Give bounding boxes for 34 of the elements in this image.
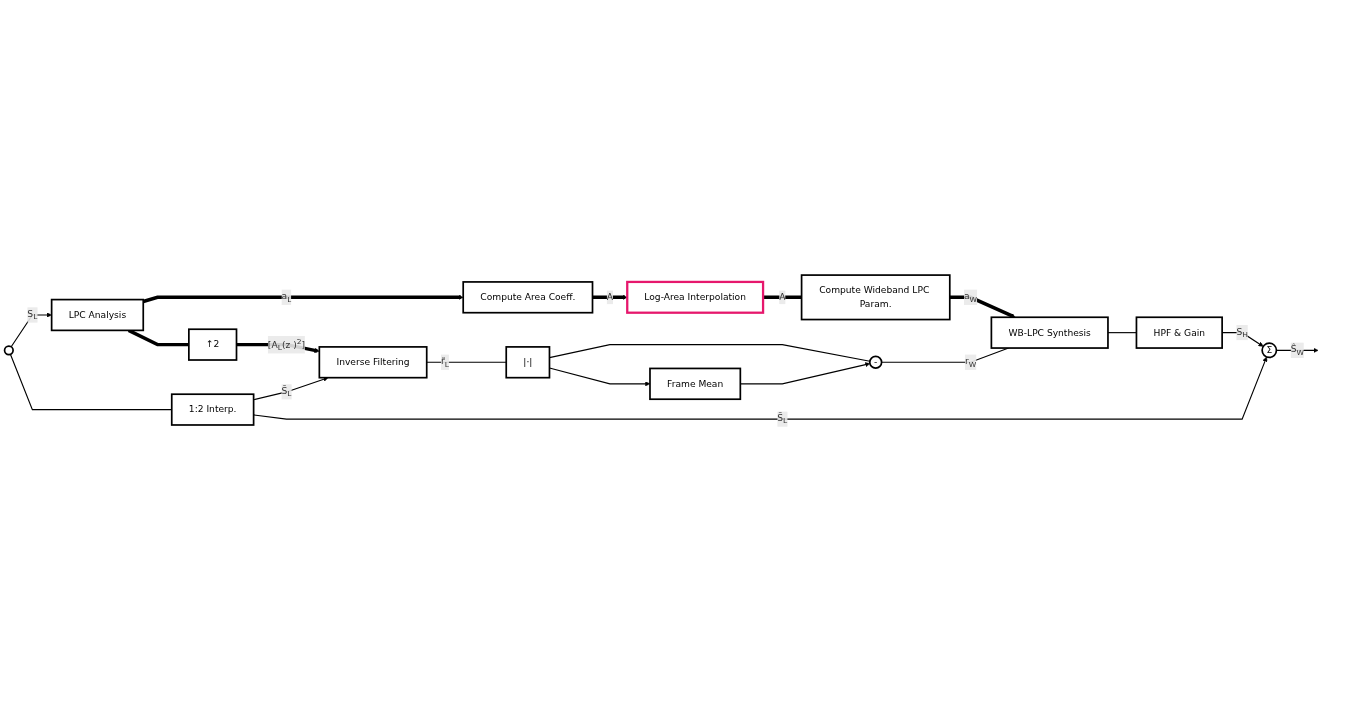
edge-label: Ŝ$_{W}$ bbox=[1290, 343, 1304, 357]
node-box: Log-Area Interpolation bbox=[626, 280, 765, 314]
node-box: 1:2 Interp. bbox=[170, 393, 255, 426]
arrow bbox=[592, 294, 628, 300]
node-box: Frame Mean bbox=[649, 367, 742, 401]
edge-label: r$_{W}$ bbox=[964, 355, 977, 369]
node-box: Compute Area Coeff. bbox=[462, 281, 594, 314]
arrow bbox=[142, 294, 464, 304]
node-circle bbox=[3, 345, 14, 356]
node-box: HPF & Gain bbox=[1135, 316, 1223, 349]
edge-label: S̃$_{L}$ bbox=[777, 412, 788, 426]
connector bbox=[1107, 332, 1137, 334]
node-circle: - bbox=[868, 355, 883, 370]
arrow bbox=[253, 356, 1268, 420]
edge-label: A bbox=[606, 291, 613, 303]
edge-label: a$_{L}$ bbox=[281, 290, 292, 304]
edge-label: S$_{L}$ bbox=[27, 308, 38, 322]
node-box: LPC Analysis bbox=[50, 298, 145, 332]
edge-label: A bbox=[779, 291, 786, 303]
node-box: Compute Wideband LPC Param. bbox=[800, 274, 951, 321]
node-circle: Σ bbox=[1261, 342, 1278, 359]
edge-label: a$_{W}$ bbox=[964, 290, 978, 304]
edge-label: S$_{H}$ bbox=[1236, 326, 1248, 339]
node-box: ↑2 bbox=[188, 328, 238, 361]
arrow bbox=[253, 376, 329, 401]
edge-label: r̃$_{L}$ bbox=[440, 355, 449, 369]
arrow bbox=[10, 312, 52, 348]
connector bbox=[426, 361, 507, 363]
connector bbox=[763, 295, 802, 300]
node-box: Inverse Filtering bbox=[318, 346, 428, 379]
edge-label: [A$_{L}$(z )$^{2}$] bbox=[267, 337, 306, 352]
edge-label: S̃$_{L}$ bbox=[281, 385, 292, 398]
node-box: WB-LPC Synthesis bbox=[990, 316, 1109, 349]
node-box: |·| bbox=[505, 346, 551, 379]
